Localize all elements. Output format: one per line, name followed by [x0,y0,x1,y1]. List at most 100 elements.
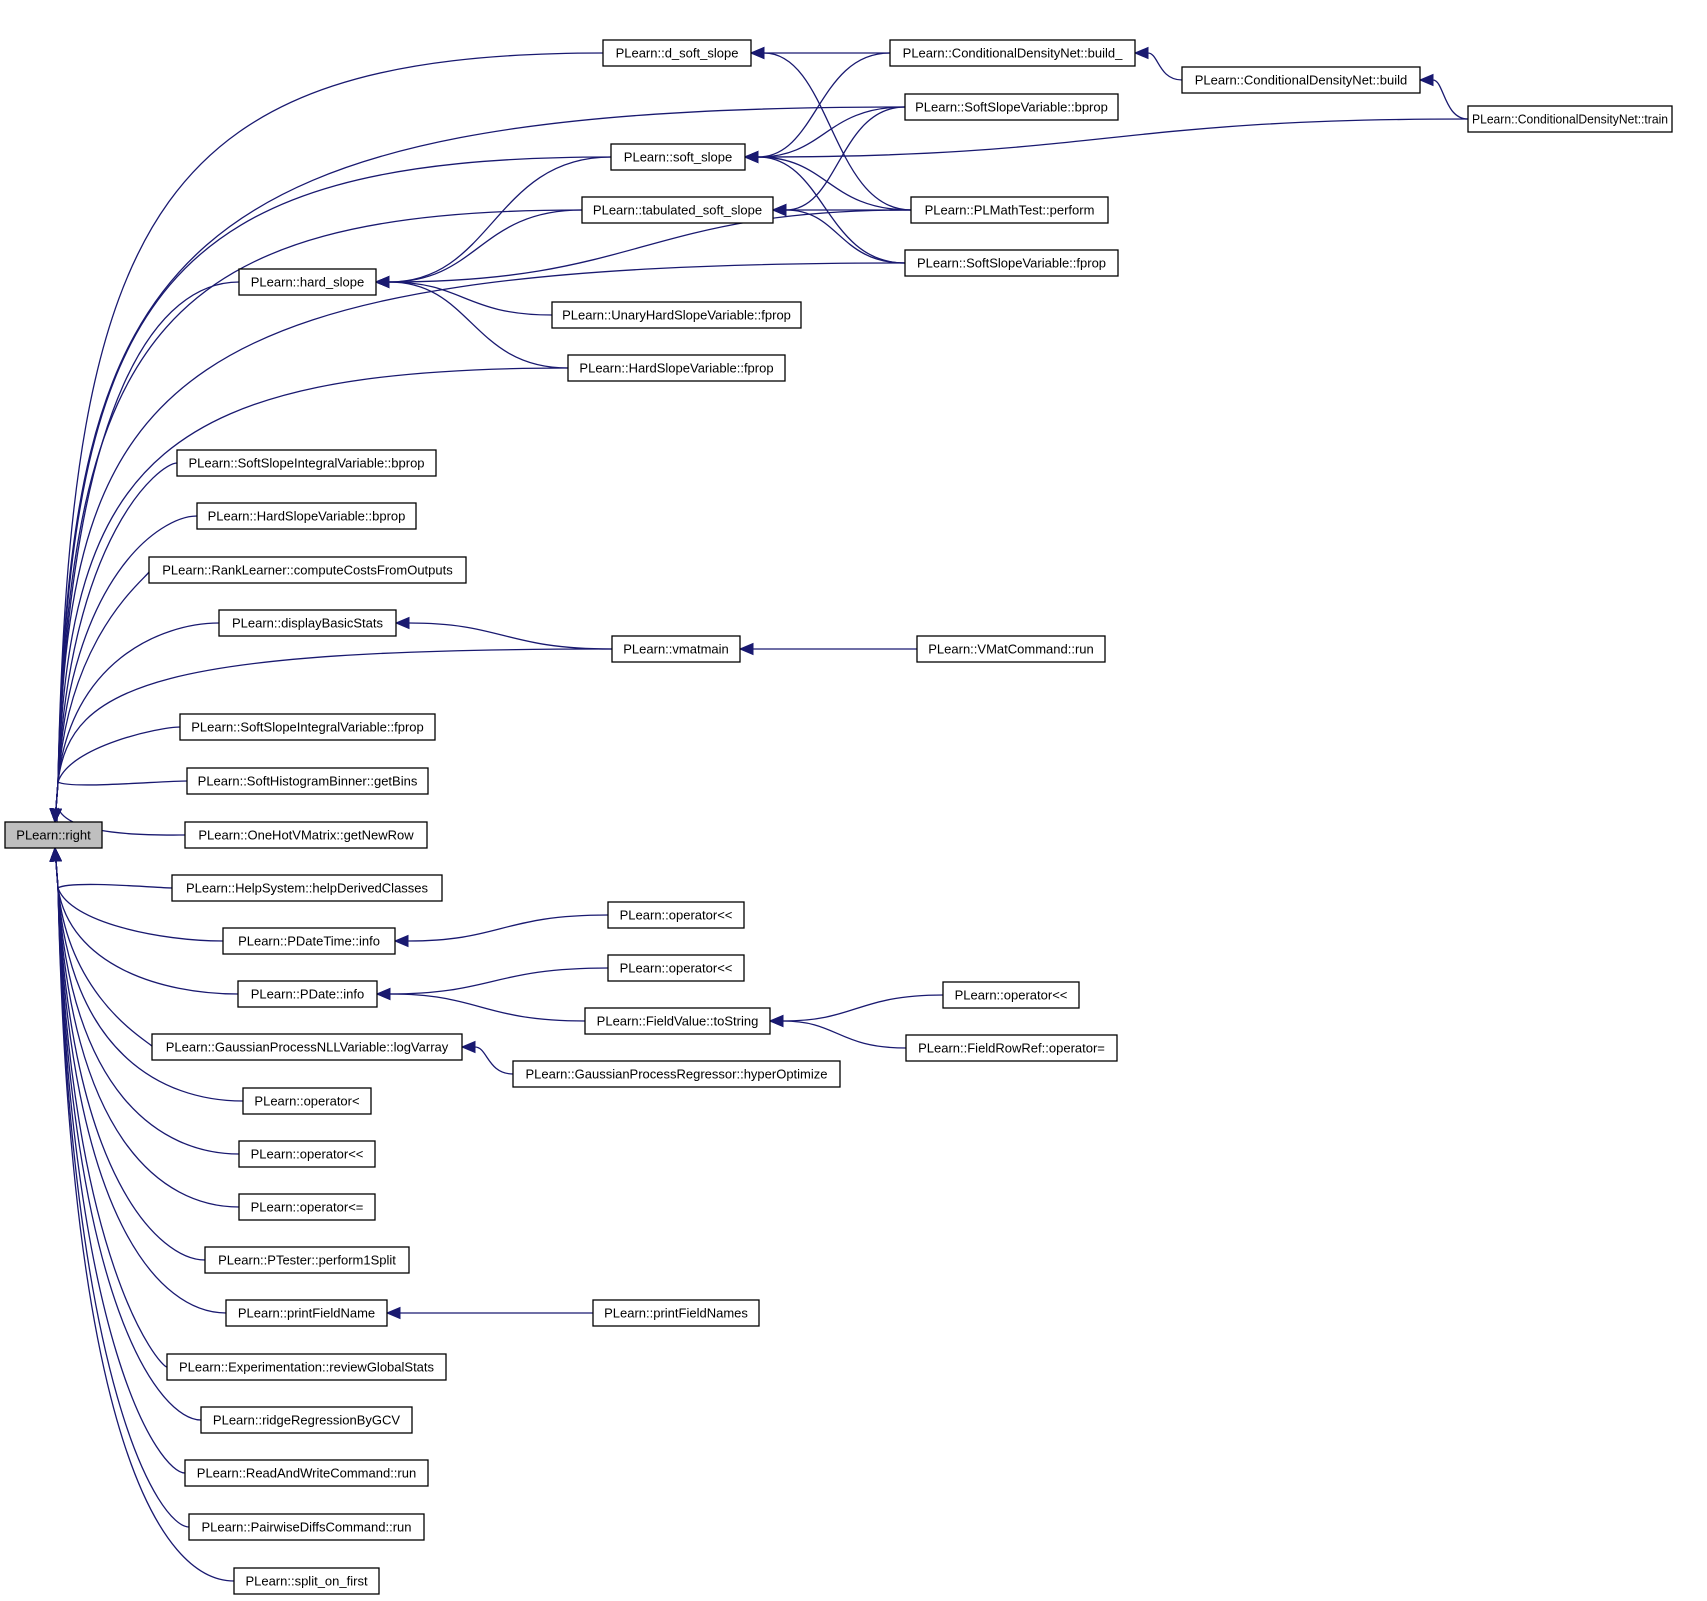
node-box [225,1299,388,1327]
node-vmat_run[interactable]: PLearn::VMatCommand::run [916,635,1106,663]
call-edge-ridge_gcv-to-right [54,847,202,1421]
node-vmatmain[interactable]: PLearn::vmatmain [611,635,741,663]
node-pdate_info[interactable]: PLearn::PDate::info [237,980,378,1008]
call-edge-ptester_split-to-right [54,847,206,1261]
node-shb_getbins[interactable]: PLearn::SoftHistogramBinner::getBins [186,767,429,795]
node-rw_run[interactable]: PLearn::ReadAndWriteCommand::run [184,1459,429,1487]
node-ssiv_bprop[interactable]: PLearn::SoftSlopeIntegralVariable::bprop [176,449,437,477]
node-box [176,449,437,477]
node-box [611,635,741,663]
node-label: PLearn::Experimentation::reviewGlobalSta… [179,1360,435,1375]
call-edge-pdatetime_info-to-right [54,847,224,942]
node-label: PLearn::ConditionalDensityNet::train [1472,112,1668,127]
call-edge-ssv_bprop-to-right [54,106,906,823]
call-edge-help_derived-to-right [54,847,173,890]
node-print_field_names[interactable]: PLearn::printFieldNames [592,1299,760,1327]
arrowhead [49,846,62,862]
node-cdn_train[interactable]: PLearn::ConditionalDensityNet::train [1467,105,1673,133]
call-edge-shb_getbins-to-right [54,780,188,823]
node-op_le[interactable]: PLearn::operator<= [238,1193,376,1221]
node-box [166,1353,447,1381]
node-op_lt[interactable]: PLearn::operator< [242,1087,372,1115]
call-edge-op_lt-to-right [54,847,244,1102]
node-d_soft_slope[interactable]: PLearn::d_soft_slope [602,39,752,67]
node-soft_slope[interactable]: PLearn::soft_slope [610,143,746,171]
node-label: PLearn::RankLearner::computeCostsFromOut… [162,563,453,578]
node-box [581,196,774,224]
node-help_derived[interactable]: PLearn::HelpSystem::helpDerivedClasses [171,874,443,902]
arrowhead [374,275,390,289]
call-edge-tab_soft_slope-to-hard_slope [388,209,583,283]
node-box [607,954,745,982]
arrowhead [385,1306,401,1320]
node-box [904,249,1119,277]
call-edge-cdn_build-to-cdn_build_ [1147,52,1183,81]
arrowhead [375,987,391,1001]
node-label: PLearn::SoftHistogramBinner::getBins [198,774,418,789]
node-cdn_build_[interactable]: PLearn::ConditionalDensityNet::build_ [889,39,1136,67]
node-label: PLearn::PDateTime::info [238,934,380,949]
node-box [179,713,436,741]
node-label: PLearn::d_soft_slope [616,46,739,61]
call-edge-soft_slope-to-hard_slope [388,156,612,283]
node-label: PLearn::ridgeRegressionByGCV [213,1413,400,1428]
node-hard_slope[interactable]: PLearn::hard_slope [238,268,377,296]
arrowhead [749,46,765,60]
node-label: PLearn::operator<< [620,961,733,976]
call-edge-print_field_name-to-right [54,847,227,1314]
node-op_ll_b[interactable]: PLearn::operator<< [607,954,745,982]
node-ridge_gcv[interactable]: PLearn::ridgeRegressionByGCV [200,1406,413,1434]
node-label: PLearn::FieldValue::toString [597,1014,759,1029]
node-right[interactable]: PLearn::right [4,821,103,849]
node-label: PLearn::PLMathTest::perform [925,203,1095,218]
node-frr_op_eq[interactable]: PLearn::FieldRowRef::operator= [905,1034,1118,1062]
node-split_first[interactable]: PLearn::split_on_first [233,1567,380,1595]
node-box [196,502,417,530]
node-ssv_fprop[interactable]: PLearn::SoftSlopeVariable::fprop [904,249,1119,277]
node-ssv_bprop[interactable]: PLearn::SoftSlopeVariable::bprop [904,93,1119,121]
arrowhead [1133,46,1149,60]
node-onehot_getrow[interactable]: PLearn::OneHotVMatrix::getNewRow [184,821,428,849]
node-op_ll_d[interactable]: PLearn::operator<< [238,1140,376,1168]
node-box [233,1567,380,1595]
node-box [1467,105,1673,133]
node-box [238,1193,376,1221]
node-label: PLearn::SoftSlopeVariable::bprop [915,100,1108,115]
node-plmath_perform[interactable]: PLearn::PLMathTest::perform [910,196,1109,224]
node-rank_costs[interactable]: PLearn::RankLearner::computeCostsFromOut… [148,556,467,584]
arrowhead [771,203,787,217]
node-fv_tostring[interactable]: PLearn::FieldValue::toString [584,1007,771,1035]
node-tab_soft_slope[interactable]: PLearn::tabulated_soft_slope [581,196,774,224]
node-pdatetime_info[interactable]: PLearn::PDateTime::info [222,927,396,955]
node-gpr_hyper[interactable]: PLearn::GaussianProcessRegressor::hyperO… [512,1060,841,1088]
call-edge-ssiv_bprop-to-right [54,462,178,823]
call-edge-split_first-to-right [54,847,235,1582]
node-op_ll_c[interactable]: PLearn::operator<< [942,981,1080,1009]
node-cdn_build[interactable]: PLearn::ConditionalDensityNet::build [1181,66,1421,94]
node-box [610,143,746,171]
node-ssiv_fprop[interactable]: PLearn::SoftSlopeIntegralVariable::fprop [179,713,436,741]
node-uhsv_fprop[interactable]: PLearn::UnaryHardSlopeVariable::fprop [551,301,802,329]
node-display_stats[interactable]: PLearn::displayBasicStats [218,609,397,637]
call-edge-op_le-to-right [54,847,240,1208]
node-op_ll_a[interactable]: PLearn::operator<< [607,901,745,929]
call-edge-cdn_train-to-cdn_build [1432,79,1469,120]
node-hsv_bprop[interactable]: PLearn::HardSlopeVariable::bprop [196,502,417,530]
node-exp_review[interactable]: PLearn::Experimentation::reviewGlobalSta… [166,1353,447,1381]
node-box [905,1034,1118,1062]
node-hsv_fprop[interactable]: PLearn::HardSlopeVariable::fprop [567,354,786,382]
node-box [242,1087,372,1115]
node-pwd_run[interactable]: PLearn::PairwiseDiffsCommand::run [188,1513,425,1541]
node-box [171,874,443,902]
node-label: PLearn::tabulated_soft_slope [593,203,762,218]
node-ptester_split[interactable]: PLearn::PTester::perform1Split [204,1246,410,1274]
node-label: PLearn::ConditionalDensityNet::build [1195,73,1407,88]
call-edge-op_ll_a-to-pdatetime_info [407,914,609,942]
call-edge-cdn_build_-to-soft_slope [757,52,891,158]
node-label: PLearn::HardSlopeVariable::fprop [579,361,773,376]
node-box [910,196,1109,224]
node-print_field_name[interactable]: PLearn::printFieldName [225,1299,388,1327]
node-label: PLearn::HelpSystem::helpDerivedClasses [186,881,429,896]
arrowhead [743,150,759,164]
node-gpnll_logvarray[interactable]: PLearn::GaussianProcessNLLVariable::logV… [151,1033,463,1061]
